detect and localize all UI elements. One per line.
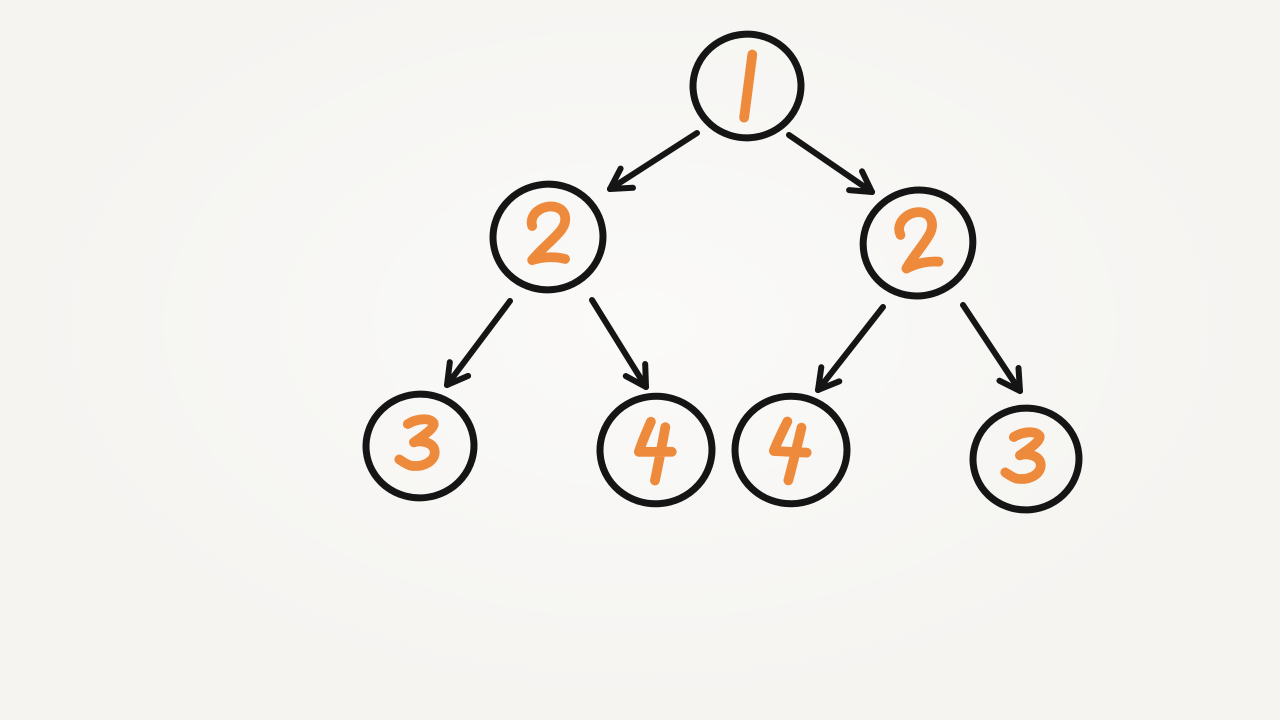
node-circle xyxy=(731,392,851,508)
node-value-4 xyxy=(768,416,812,486)
tree-edge-root-l xyxy=(607,130,700,192)
tree-node-4 xyxy=(596,392,716,508)
node-circle xyxy=(596,392,716,508)
node-value-2 xyxy=(526,201,571,266)
node-circle xyxy=(689,30,805,142)
node-value-4 xyxy=(633,416,677,486)
tree-edge-r-rl xyxy=(815,304,886,393)
node-value-3 xyxy=(1000,427,1046,484)
tree-edge-l-ll xyxy=(444,298,513,388)
tree-node-3 xyxy=(969,404,1083,514)
tree-node-4 xyxy=(731,392,851,508)
node-value-1 xyxy=(739,49,758,123)
node-circle xyxy=(969,404,1083,514)
tree-node-3 xyxy=(362,390,478,502)
tree-node-2 xyxy=(859,186,977,300)
node-circle xyxy=(859,186,977,300)
node-value-2 xyxy=(894,207,944,274)
tree-edge-r-rr xyxy=(960,302,1023,394)
tree-edge-l-lr xyxy=(589,297,649,390)
tree-edge-root-r xyxy=(786,132,875,195)
node-circle xyxy=(362,390,478,502)
node-value-3 xyxy=(394,414,440,471)
tree-node-1 xyxy=(689,30,805,142)
tree-node-2 xyxy=(489,180,607,294)
